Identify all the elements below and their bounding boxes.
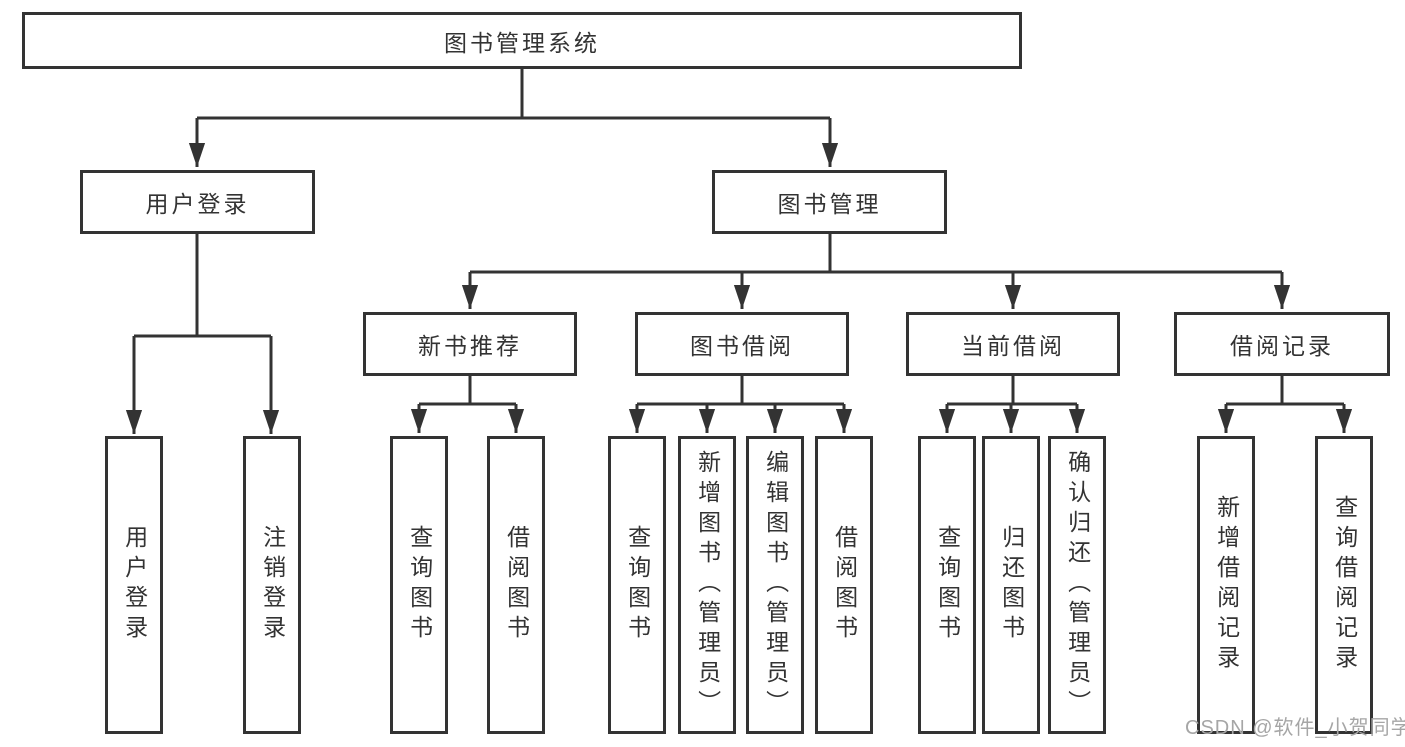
- node-borrowing-records: 借阅记录: [1174, 312, 1390, 376]
- node-label: 图书借阅: [690, 333, 794, 359]
- leaf-label: 新增借阅记录: [1213, 495, 1240, 675]
- leaf-label: 查询图书: [934, 525, 961, 645]
- watermark: CSDN @软件_小贺同学: [1185, 717, 1405, 739]
- leaf-label: 编辑图书（管理员）: [762, 450, 789, 720]
- node-user-login: 用户登录: [80, 170, 315, 234]
- leaf-label: 归还图书: [998, 525, 1025, 645]
- leaf-query-borrow-record: 查询借阅记录: [1315, 436, 1373, 734]
- leaf-label: 查询借阅记录: [1331, 495, 1358, 675]
- node-label: 借阅记录: [1230, 333, 1334, 359]
- leaf-label: 查询图书: [406, 525, 433, 645]
- leaf-label: 借阅图书: [503, 525, 530, 645]
- leaf-user-login: 用户登录: [105, 436, 163, 734]
- leaf-add-borrow-record: 新增借阅记录: [1197, 436, 1255, 734]
- node-label: 新书推荐: [418, 333, 522, 359]
- leaf-label: 确认归还（管理员）: [1064, 450, 1091, 720]
- leaf-label: 注销登录: [259, 525, 286, 645]
- connector-rails: [134, 69, 1344, 406]
- leaf-edit-books-admin: 编辑图书（管理员）: [746, 436, 804, 734]
- leaf-borrow-books: 借阅图书: [815, 436, 873, 734]
- leaf-query-books-borrowing: 查询图书: [608, 436, 666, 734]
- leaf-add-books-admin: 新增图书（管理员）: [678, 436, 736, 734]
- leaf-query-books-current: 查询图书: [918, 436, 976, 734]
- leaf-confirm-return-admin: 确认归还（管理员）: [1048, 436, 1106, 734]
- node-label: 用户登录: [145, 191, 250, 217]
- node-book-management: 图书管理: [712, 170, 947, 234]
- leaf-label: 借阅图书: [831, 525, 858, 645]
- leaf-label: 查询图书: [624, 525, 651, 645]
- leaf-label: 新增图书（管理员）: [694, 450, 721, 720]
- node-label: 图书管理系统: [444, 29, 600, 56]
- node-label: 图书管理: [777, 191, 882, 217]
- node-library-management-system: 图书管理系统: [22, 12, 1022, 69]
- leaf-logout: 注销登录: [243, 436, 301, 734]
- node-label: 当前借阅: [961, 333, 1065, 359]
- leaf-borrow-books-recommend: 借阅图书: [487, 436, 545, 734]
- node-new-book-recommend: 新书推荐: [363, 312, 577, 376]
- leaf-label: 用户登录: [121, 525, 148, 645]
- connector-arrows: [125, 118, 1353, 434]
- node-book-borrowing: 图书借阅: [635, 312, 849, 376]
- leaf-query-books-recommend: 查询图书: [390, 436, 448, 734]
- leaf-return-books: 归还图书: [982, 436, 1040, 734]
- node-current-borrowing: 当前借阅: [906, 312, 1120, 376]
